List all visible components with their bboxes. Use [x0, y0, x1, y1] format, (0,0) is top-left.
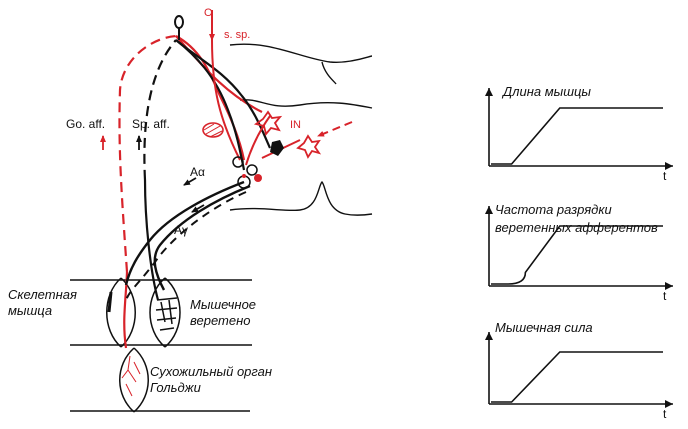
s-sp-label: s. sp. — [224, 29, 250, 41]
go-aff-label: Go. aff. — [66, 117, 105, 131]
y-axis-arrow-muscle-force — [485, 332, 493, 340]
golgi-organ-label-1: Сухожильный орган — [150, 364, 272, 379]
a-gamma-label: Aγ — [174, 223, 188, 237]
gamma-motor-fibre — [125, 191, 247, 301]
spindle-afferent-pathway — [143, 39, 272, 301]
chart-title-muscle-length: Длина мышцы — [501, 84, 591, 99]
neuron-bodies — [202, 110, 322, 189]
alpha-motor-fibre — [124, 180, 251, 291]
skeletal-muscle-label-1: Скелетная — [8, 287, 77, 302]
chart-title-spindle-firing-line-2: веретенных афферентов — [495, 220, 658, 235]
golgi-tendon-organ — [119, 347, 149, 413]
chart-title-spindle-firing-line-1: Частота разрядки — [495, 202, 612, 217]
y-axis-arrow-spindle-firing — [485, 206, 493, 214]
golgi-organ-label-2: Гольджи — [150, 380, 201, 395]
muscle-spindle-label-2: веретено — [190, 313, 251, 328]
trace-muscle-force — [491, 351, 663, 403]
trace-spindle-firing — [491, 225, 663, 285]
spinal-cord-outline — [229, 43, 373, 216]
a-alpha-label: Aα — [190, 165, 205, 179]
x-axis-arrow-muscle-force — [665, 400, 673, 408]
x-label-muscle-length: t — [663, 169, 667, 183]
in-label: IN — [290, 119, 301, 131]
chart-title-muscle-force: Мышечная сила — [495, 320, 593, 335]
chart-muscle-length: Длина мышцы t — [485, 84, 673, 183]
chart-spindle-firing: Частота разрядки веретенных афферентов t — [485, 202, 673, 303]
dorsal-root-marks — [174, 15, 184, 40]
chart-muscle-force: Мышечная сила t — [485, 320, 673, 421]
skeletal-muscle-label-2: мышца — [8, 303, 52, 318]
muscle-spindle-label-1: Мышечное — [190, 297, 256, 312]
trace-muscle-length — [491, 107, 663, 165]
skeletal-muscle-fibre — [106, 277, 136, 348]
x-label-spindle-firing: t — [663, 289, 667, 303]
origin-label: O — [204, 7, 213, 19]
sp-aff-label: Sp. aff. — [132, 117, 170, 131]
direction-arrows — [100, 135, 205, 213]
descending-s-sp-tract — [209, 10, 241, 161]
x-axis-arrow-spindle-firing — [665, 282, 673, 290]
muscle-planes — [70, 279, 252, 412]
y-axis-arrow-muscle-length — [485, 88, 493, 96]
x-axis-arrow-muscle-length — [665, 162, 673, 170]
x-label-muscle-force: t — [663, 407, 667, 421]
